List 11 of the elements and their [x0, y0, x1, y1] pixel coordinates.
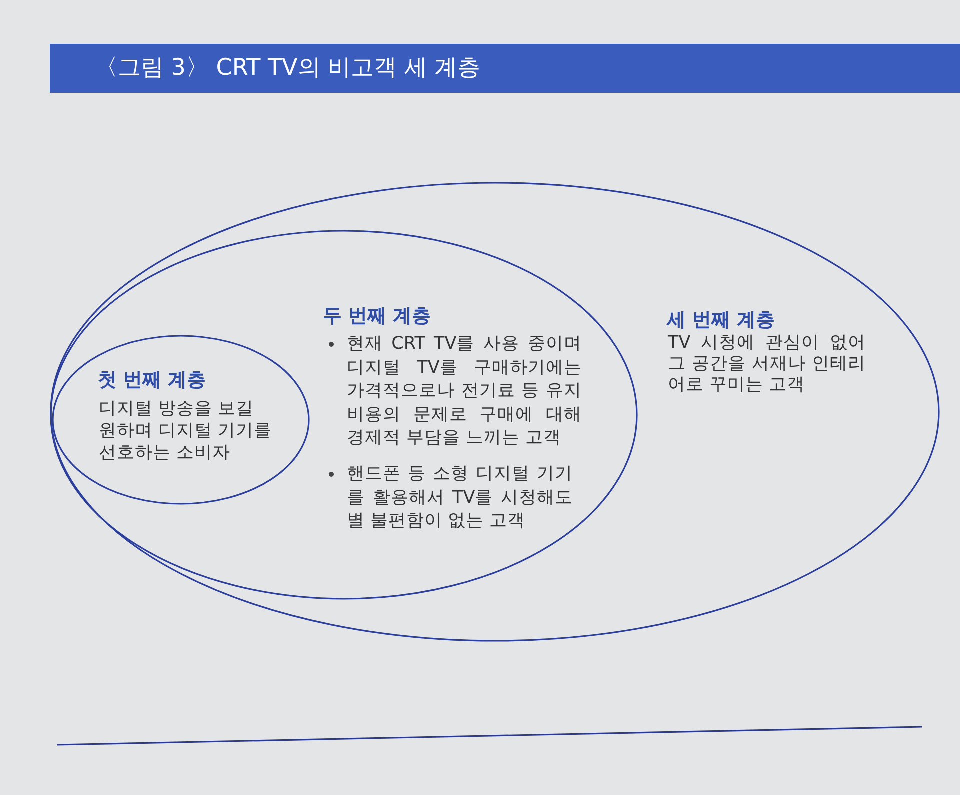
- description: 디지털 방송을 보길 원하며 디지털 기기를 선호하는 소비자: [99, 398, 274, 464]
- bullet-text: 현재 CRT TV를 사용 중이며 디지털 TV를 구매하기에는 가격적으로나 전기료 등 유지 비용의 문제로 구매에 대해 경제적 부담을 느끼는 고객: [347, 333, 582, 450]
- tier-heading: 세 번째 계층: [667, 308, 776, 332]
- set-ellipse: [50, 182, 940, 642]
- tier-heading: 두 번째 계층: [323, 304, 432, 328]
- set-ellipse: [52, 335, 310, 505]
- set-ellipse: [50, 230, 638, 600]
- tier-heading: 첫 번째 계층: [98, 368, 206, 392]
- bullet-text: 핸드폰 등 소형 디지털 기기를 활용해서 TV를 시청해도 별 불편함이 없는 고객: [347, 463, 573, 533]
- title-banner: 〈그림 3〉 CRT TV의 비고객 세 계층: [50, 44, 960, 93]
- description: TV 시청에 관심이 없어 그 공간을 서재나 인테리어로 꾸미는 고객: [668, 333, 866, 396]
